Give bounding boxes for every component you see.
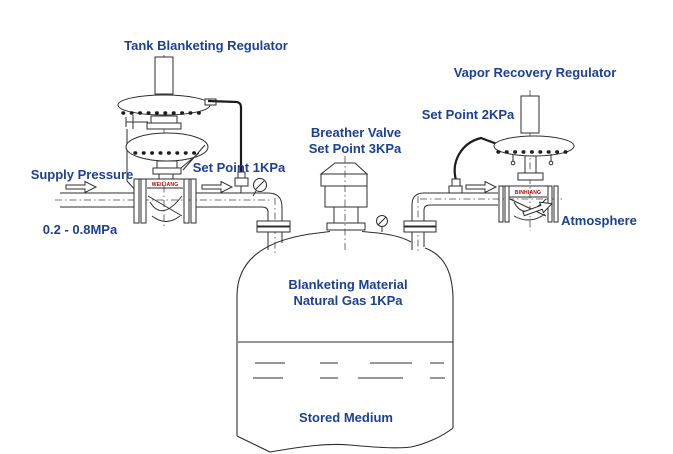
flow-arrow-icon [65, 181, 97, 193]
tank-outlet-flange [403, 220, 437, 227]
tank-inlet-flange [256, 220, 291, 227]
breather-valve-setpoint-label: Set Point 3KPa [309, 141, 402, 156]
natural-gas-label: Natural Gas 1KPa [293, 293, 403, 308]
spring-housing [154, 56, 174, 95]
tank-blanketing-regulator-symbol: WEILIANG [117, 55, 249, 228]
valve-flange [183, 178, 190, 224]
tank-inlet-flange [256, 226, 291, 233]
valve-flange [190, 178, 197, 224]
pilot-supply-tube [125, 115, 148, 194]
sensing-tap-fitting [448, 185, 463, 194]
spring-housing [520, 95, 540, 134]
blanketing-material-label: Blanketing Material [288, 277, 407, 292]
breather-valve-label: Breather Valve [311, 125, 401, 140]
flow-arrow-icon [201, 181, 233, 193]
breather-valve-symbol [319, 156, 369, 252]
storage-tank [236, 230, 454, 453]
supply-pipe [55, 178, 291, 256]
valve-flange [140, 178, 147, 224]
valve-flange [133, 178, 140, 224]
left-valve-brand-mark: WEILIANG [152, 182, 179, 188]
left-sensing-line [207, 99, 243, 178]
right-valve-brand-mark: BINHIANG [515, 190, 541, 196]
sensing-tap-fitting [451, 178, 461, 187]
stored-medium-label: Stored Medium [299, 410, 393, 425]
right-sensing-line [453, 136, 498, 181]
flow-arrow-icon [465, 181, 497, 193]
tank-outlet-flange [403, 226, 437, 233]
supply-pipe-walls [60, 192, 283, 250]
valve-flange [553, 185, 559, 223]
diagram-labels: Tank Blanketing Regulator Vapor Recovery… [31, 38, 637, 425]
supply-pressure-range-label: 0.2 - 0.8MPa [43, 222, 118, 237]
vapor-recovery-regulator-label: Vapor Recovery Regulator [454, 65, 617, 80]
valve-body [503, 185, 552, 221]
vapor-recovery-regulator-symbol: BINHIANG [493, 90, 575, 231]
valve-flange [504, 185, 510, 223]
vapor-pipe-walls [411, 192, 498, 250]
supply-pressure-label: Supply Pressure [31, 167, 134, 182]
liquid-ripple-dashes [253, 362, 445, 379]
set-point-2kpa-label: Set Point 2KPa [422, 107, 515, 122]
pressure-gauge-icon [376, 215, 388, 232]
valve-flange [498, 185, 504, 223]
pressure-gauge-icon [252, 178, 267, 197]
pilot-body [125, 132, 209, 162]
tank-blanketing-regulator-label: Tank Blanketing Regulator [124, 38, 288, 53]
sensing-tap-fitting [234, 177, 249, 187]
tank-outline [236, 230, 454, 453]
valve-body [139, 178, 191, 222]
vapor-recovery-pipe [403, 136, 562, 254]
set-point-1kpa-label: Set Point 1KPa [193, 160, 286, 175]
atmosphere-label: Atmosphere [561, 213, 637, 228]
